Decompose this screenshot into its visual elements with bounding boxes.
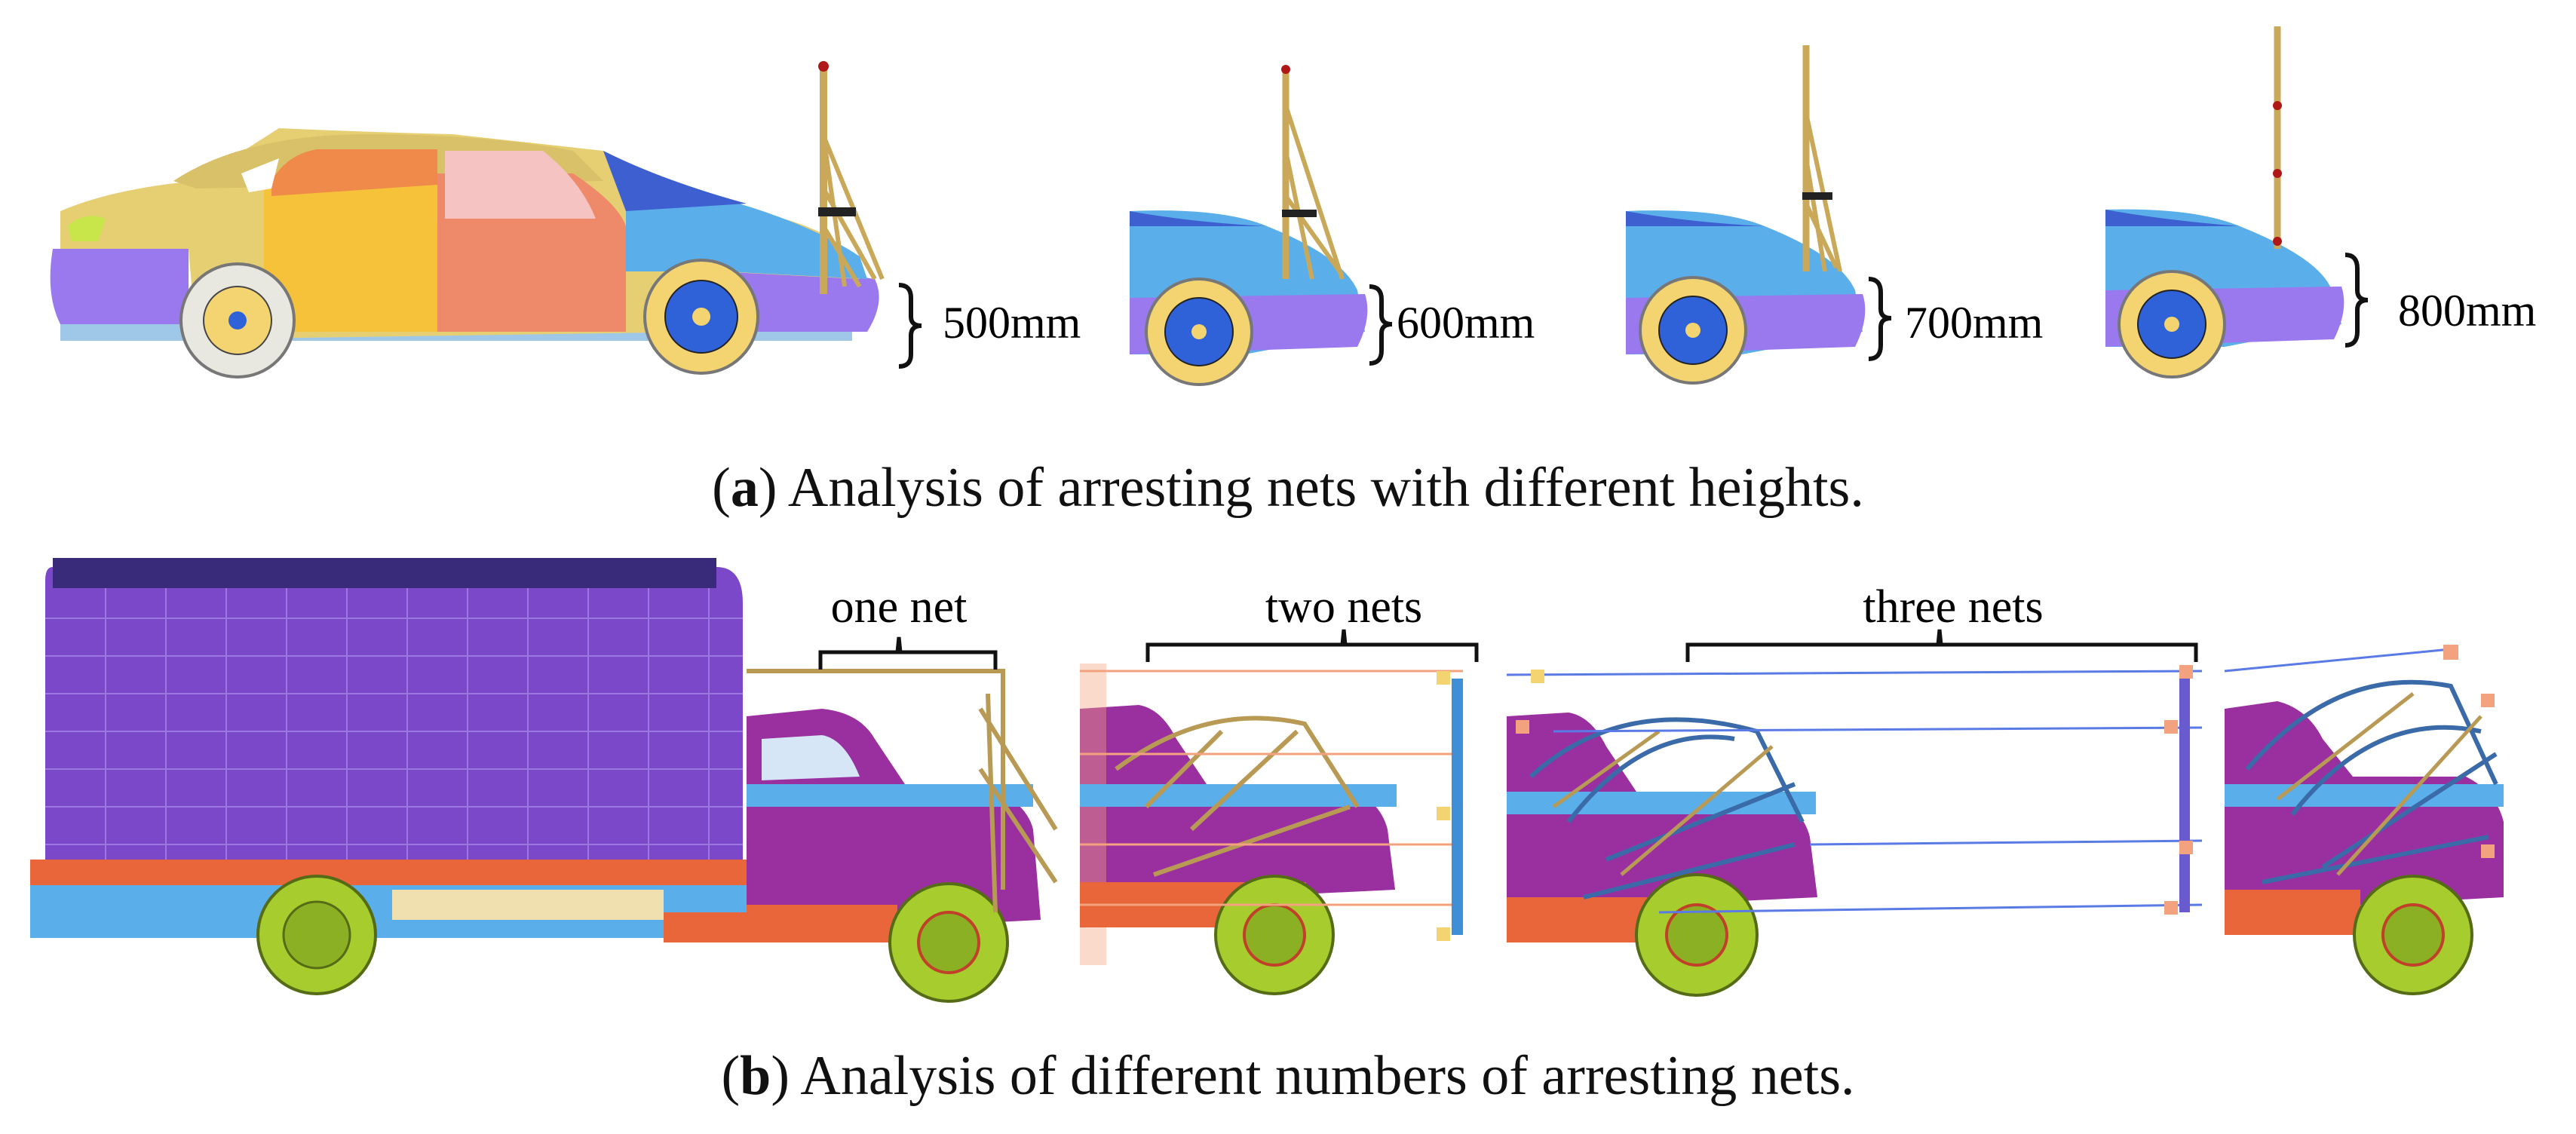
label-three-nets: three nets (1863, 581, 2043, 633)
cargo-box-top (53, 558, 716, 588)
caption-b: (b) Analysis of different numbers of arr… (721, 1045, 1855, 1107)
car-front-700 (1626, 45, 1866, 385)
full-car-model (50, 61, 885, 379)
height-label-500: 500mm (943, 298, 1081, 348)
truck-fuel-tank (392, 890, 664, 920)
hood-edge (603, 151, 747, 211)
truck-front-wheel-hub (917, 911, 980, 974)
truck-rear-wheel-hub (282, 900, 351, 970)
brace-three-nets: three nets (1685, 581, 2198, 662)
truck-frame (30, 860, 747, 885)
label-one-net: one net (831, 581, 968, 633)
cab-stripe (747, 784, 1033, 807)
height-bracket-600: 600mm (1369, 284, 1535, 366)
height-bracket-700: 700mm (1868, 277, 2043, 361)
net-clamp (818, 207, 856, 216)
height-bracket-800: 800mm (2344, 253, 2536, 348)
three-nets-truck (1506, 665, 2203, 997)
front-wheel-center (692, 308, 710, 326)
cab-footwell (747, 905, 897, 942)
brace-two-nets: two nets (1145, 581, 1479, 662)
car-front-600 (1130, 65, 1368, 386)
panel-b-figure: one net two nets (30, 558, 2504, 1003)
truck-window (762, 735, 860, 780)
height-label-800: 800mm (2398, 286, 2536, 336)
front-fender (626, 198, 867, 279)
height-label-600: 600mm (1397, 298, 1535, 348)
caption-a: (a) Analysis of arresting nets with diff… (712, 457, 1864, 519)
caption-b-letter: b (740, 1045, 771, 1107)
truck-step (664, 912, 747, 942)
rear-wheel-center (228, 311, 247, 329)
caption-b-text: Analysis of different numbers of arresti… (800, 1045, 1855, 1107)
tail-light (68, 216, 106, 241)
caption-a-text: Analysis of arresting nets with differen… (787, 457, 1864, 519)
post-marker (818, 61, 829, 72)
brace-one-net: one net (818, 581, 998, 670)
height-label-700: 700mm (1905, 298, 2043, 348)
full-truck-model (30, 558, 1058, 1003)
cargo-mesh (45, 588, 743, 867)
three-nets-result (2224, 645, 2504, 995)
cargo-box (45, 567, 743, 867)
quarter-window (241, 158, 279, 192)
caption-a-letter: a (730, 457, 759, 519)
rear-window-frame (271, 149, 437, 196)
panel-a-figure: 500mm 600mm 700mm (50, 26, 2536, 386)
rear-bumper (50, 249, 189, 324)
two-nets-truck (1080, 664, 1463, 995)
car-front-800 (2105, 26, 2344, 379)
label-two-nets: two nets (1265, 581, 1422, 633)
one-net-mesh (747, 669, 1058, 913)
front-window (445, 151, 596, 219)
height-bracket-500: 500mm (898, 283, 1081, 369)
rear-door (264, 173, 437, 332)
